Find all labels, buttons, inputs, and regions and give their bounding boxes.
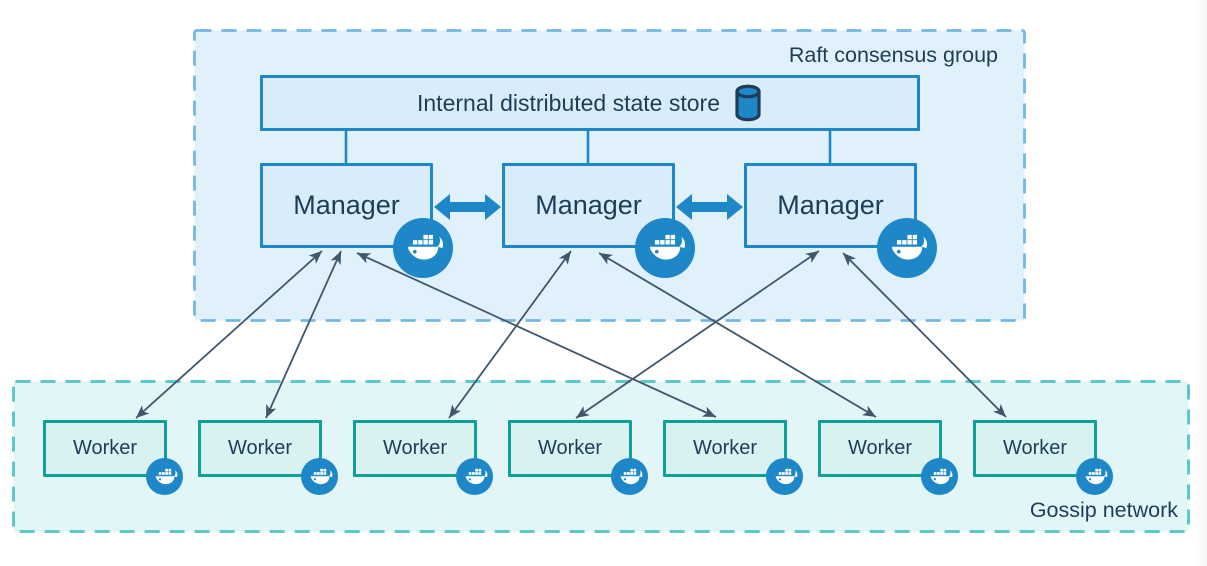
state-store-box: Internal distributed state store (260, 75, 920, 131)
worker-3-label: Worker (382, 437, 448, 459)
docker-whale-icon (927, 464, 953, 490)
edge-manager-3-worker-4 (575, 250, 820, 419)
worker-1-label: Worker (72, 437, 138, 459)
docker-whale-icon (886, 227, 928, 269)
docker-whale-icon (644, 227, 686, 269)
docker-badge (301, 458, 338, 495)
manager-1-label: Manager (293, 190, 400, 220)
worker-5-box: Worker (663, 420, 803, 495)
worker-4-box: Worker (508, 420, 648, 495)
state-store-label: Internal distributed state store (417, 89, 720, 116)
manager-2-box: Manager (502, 163, 695, 278)
edge-manager-3-worker-7 (842, 252, 1007, 418)
store-connector-lines (344, 131, 832, 164)
manager-worker-arrows (135, 250, 1007, 419)
worker-6-box: Worker (818, 420, 958, 495)
worker-4-label: Worker (537, 437, 603, 459)
docker-whale-icon (402, 227, 444, 269)
manager-3-box: Manager (744, 163, 937, 278)
right-edge-shade (1195, 0, 1207, 566)
edge-manager-2-worker-6 (598, 252, 877, 418)
worker-1-box: Worker (43, 420, 183, 495)
edge-manager-1-worker-1 (135, 250, 323, 419)
manager-3-label: Manager (777, 190, 884, 220)
docker-badge (635, 218, 695, 278)
docker-whale-icon (462, 464, 488, 490)
worker-7-label: Worker (1002, 437, 1068, 459)
worker-2-box: Worker (198, 420, 338, 495)
docker-whale-icon (307, 464, 333, 490)
edge-manager-1-worker-2 (265, 250, 342, 419)
manager-2-label: Manager (535, 190, 642, 220)
docker-whale-icon (1082, 464, 1108, 490)
docker-badge (393, 218, 453, 278)
raft-consensus-group-label: Raft consensus group (788, 43, 998, 67)
edge-manager-2-worker-3 (448, 250, 572, 419)
docker-whale-icon (617, 464, 643, 490)
worker-3-box: Worker (353, 420, 493, 495)
gossip-network-label: Gossip network (1029, 498, 1178, 522)
docker-whale-icon (772, 464, 798, 490)
docker-badge (146, 458, 183, 495)
worker-2-label: Worker (227, 437, 293, 459)
worker-6-label: Worker (847, 437, 913, 459)
docker-badge (456, 458, 493, 495)
database-icon (733, 84, 763, 122)
docker-badge (1076, 458, 1113, 495)
manager-1-box: Manager (260, 163, 453, 278)
docker-badge (877, 218, 937, 278)
worker-5-label: Worker (692, 437, 758, 459)
worker-7-box: Worker (973, 420, 1113, 495)
docker-badge (921, 458, 958, 495)
docker-whale-icon (152, 464, 178, 490)
docker-badge (766, 458, 803, 495)
docker-badge (611, 458, 648, 495)
